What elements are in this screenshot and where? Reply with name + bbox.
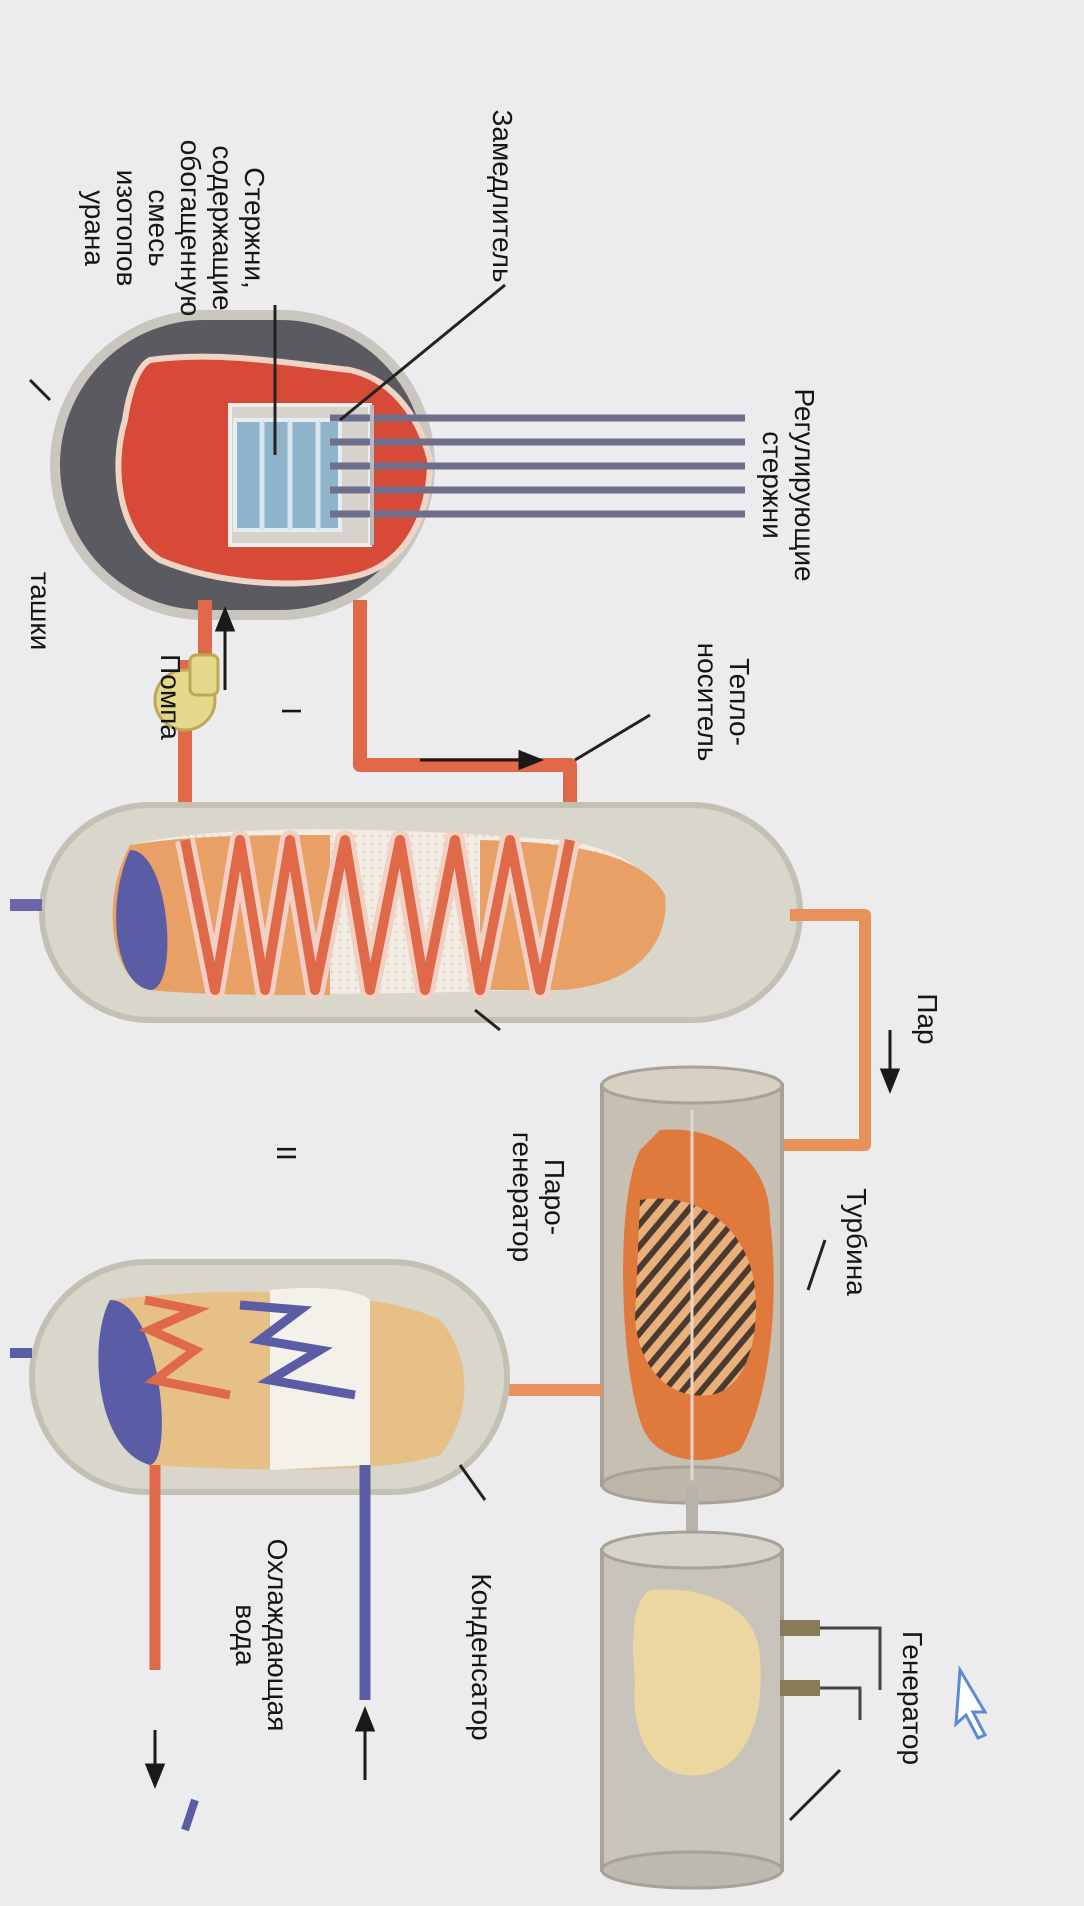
leader-lines [28,283,842,1822]
reactor-vessel [50,310,435,620]
label-control-rods: Регулирующие стержни [757,388,820,582]
steam-generator [39,802,803,1023]
label-cooling-water-visible: Охлаждающая вода [230,1538,293,1732]
label-moderator: Замедлитель [487,109,518,283]
label-generator: Генератор [897,1630,928,1766]
flow-arrows [144,605,901,1790]
condenser [29,1259,510,1495]
label-cut-text: ташки [25,571,56,651]
label-pump: Помпа [155,654,186,740]
label-circuit-1: I [276,707,307,715]
turbine [600,1065,784,1505]
label-coolant: Тепло- носитель [692,642,755,762]
label-circuit-2: II [271,1145,302,1161]
label-fuel-rods: Стержни, содержащие обогащенную смесь из… [79,139,270,317]
cursor-arrow-icon [954,1665,988,1740]
label-steam: Пар [912,993,943,1045]
steam-pipe [780,909,871,1151]
label-condenser: Конденсатор [466,1573,497,1741]
label-turbine: Турбина [841,1188,872,1296]
control-rods [330,414,745,518]
pump [153,653,220,732]
label-steam-generator: Паро- генератор [507,1131,570,1263]
generator [600,1530,882,1890]
